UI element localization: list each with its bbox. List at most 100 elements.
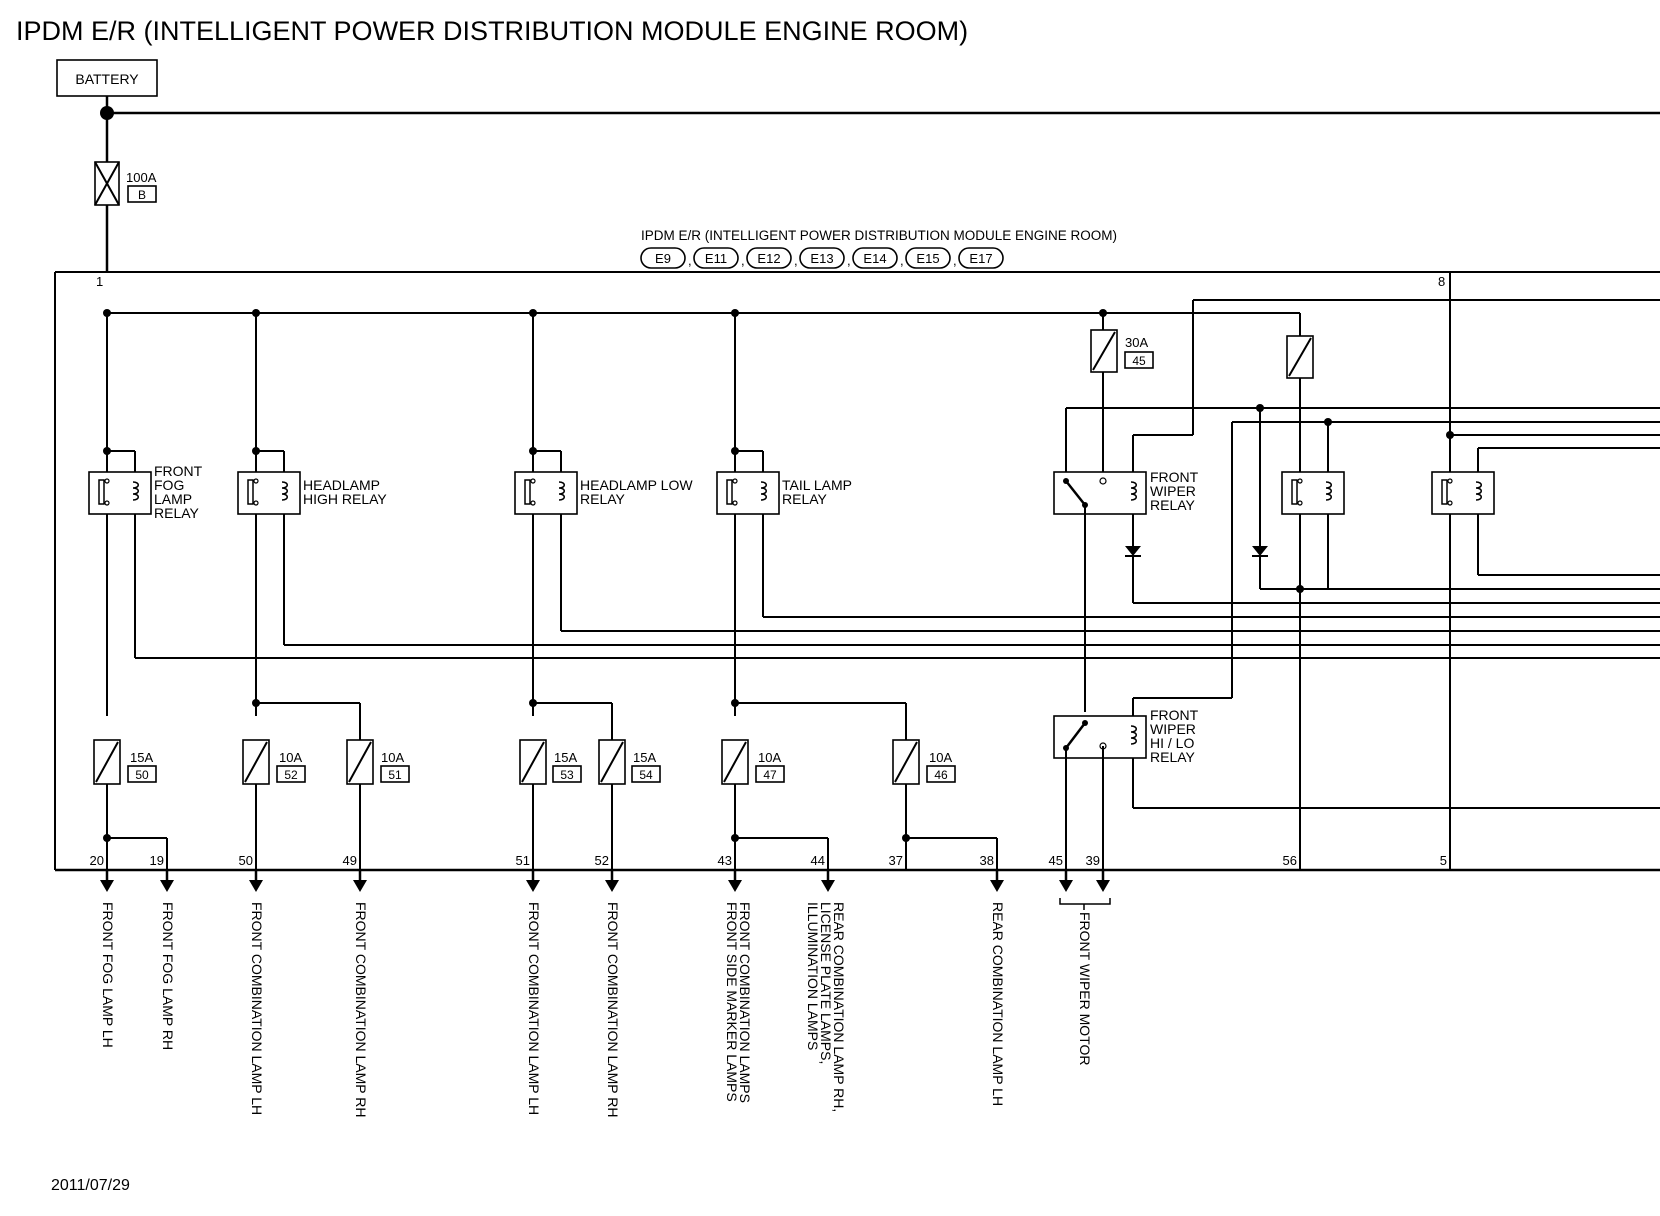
internal-supply-bus [103, 309, 1301, 336]
relay-label-hilo-3: HI / LO [1150, 735, 1194, 751]
svg-text:,: , [953, 253, 957, 268]
fuse-51: 10A 51 [346, 739, 410, 785]
connector-e15: E15 [916, 251, 939, 266]
fuse-53-id: 53 [560, 768, 574, 782]
connector-e9: E9 [655, 251, 671, 266]
output-rear-rh-2: LICENSE PLATE LAMPS, [818, 902, 834, 1064]
output-wiper-motor: FRONT WIPER MOTOR [1077, 912, 1093, 1065]
connector-list: E9 , E11 , E12 , E13 , E14 , E15 , E17 [640, 247, 1004, 269]
pin-49: 49 [343, 853, 357, 868]
fuse-outputs [103, 784, 998, 870]
output-labels: FRONT FOG LAMP LH FRONT FOG LAMP RH FRON… [100, 902, 1093, 1117]
headlamp-high-relay: HEADLAMP HIGH RELAY [237, 313, 1660, 716]
fuse-47-rating: 10A [758, 750, 781, 765]
output-comb-side-1: FRONT COMBINATION LAMPS [737, 902, 753, 1103]
fuse-47: 10A 47 [721, 739, 785, 785]
relay-label-hilo-2: WIPER [1150, 721, 1196, 737]
connector-e17: E17 [969, 251, 992, 266]
connector-e14: E14 [863, 251, 886, 266]
pin-44: 44 [811, 853, 825, 868]
relay-label-fog-2: FOG [154, 477, 184, 493]
relay-label-low-2: RELAY [580, 491, 626, 507]
fuse-54-rating: 15A [633, 750, 656, 765]
svg-text:,: , [900, 253, 904, 268]
fuse-45-id: 45 [1132, 354, 1146, 368]
pin-45: 45 [1049, 853, 1063, 868]
relay-label-high-2: HIGH RELAY [303, 491, 387, 507]
fuse-47-id: 47 [763, 768, 777, 782]
battery-bus [100, 96, 1660, 272]
relay-label-wiper-2: WIPER [1150, 483, 1196, 499]
output-fog-lh: FRONT FOG LAMP LH [100, 902, 116, 1048]
wiper-motor-bracket [1059, 898, 1111, 910]
pin-38: 38 [980, 853, 994, 868]
right-relay-1 [1231, 335, 1660, 870]
module-name: IPDM E/R (INTELLIGENT POWER DISTRIBUTION… [641, 228, 1117, 243]
fuse-52-rating: 10A [279, 750, 302, 765]
fuse-52: 10A 52 [242, 739, 306, 785]
output-comb-lh-1: FRONT COMBINATION LAMP LH [249, 902, 265, 1115]
fuse-45-rating: 30A [1125, 335, 1148, 350]
relay-label-hilo-4: RELAY [1150, 749, 1196, 765]
fuse-46: 10A 46 [892, 739, 956, 785]
front-wiper-relay: 30A 45 FRONT WIPER RELAY [1053, 299, 1660, 712]
footer-date: 2011/07/29 [51, 1177, 130, 1194]
fuse-53: 15A 53 [519, 739, 582, 785]
relay-label-hilo-1: FRONT [1150, 707, 1199, 723]
fuse-50-rating: 15A [130, 750, 153, 765]
fuse-50-id: 50 [135, 768, 149, 782]
pin-56: 56 [1283, 853, 1297, 868]
module-outline [54, 271, 1660, 872]
main-fuse-rating: 100A [126, 170, 157, 185]
lower-branches [252, 699, 907, 740]
output-comb-side-2: FRONT SIDE MARKER LAMPS [724, 902, 740, 1102]
output-rear-rh-3: ILLUMINATION LAMPS [805, 902, 821, 1050]
fuse-51-rating: 10A [381, 750, 404, 765]
pin-51: 51 [516, 853, 530, 868]
output-rear-rh-1: REAR COMBINATION LAMP RH, [831, 902, 847, 1112]
battery: BATTERY [56, 59, 158, 97]
pin-20: 20 [90, 853, 104, 868]
tail-lamp-relay: TAIL LAMP RELAY [716, 313, 1660, 716]
pin-43: 43 [718, 853, 732, 868]
svg-text:,: , [688, 253, 692, 268]
pin-19: 19 [150, 853, 164, 868]
output-comb-rh-2: FRONT COMBINATION LAMP RH [605, 902, 621, 1117]
fuse-50: 15A 50 [93, 739, 157, 785]
front-fog-lamp-relay: FRONT FOG LAMP RELAY [88, 313, 1660, 716]
fuse-46-rating: 10A [929, 750, 952, 765]
supply-pin-1: 1 [96, 274, 103, 289]
relay-label-fog-3: LAMP [154, 491, 192, 507]
output-fog-rh: FRONT FOG LAMP RH [160, 902, 176, 1050]
relay-label-high-1: HEADLAMP [303, 477, 380, 493]
svg-text:,: , [741, 253, 745, 268]
relay-label-fog-4: RELAY [154, 505, 200, 521]
right-relay-2 [1431, 431, 1660, 576]
pin-50: 50 [239, 853, 253, 868]
headlamp-low-relay: HEADLAMP LOW RELAY [514, 313, 1660, 716]
output-rear-lh: REAR COMBINATION LAMP LH [990, 902, 1006, 1106]
pin-39: 39 [1086, 853, 1100, 868]
fuse-54: 15A 54 [598, 739, 661, 785]
pin-5: 5 [1440, 853, 1447, 868]
connector-e11: E11 [705, 251, 727, 266]
main-fuse-id: B [138, 188, 146, 202]
output-pin-numbers: 20 19 50 49 51 52 43 44 37 38 45 39 56 5 [90, 853, 1447, 868]
front-wiper-hilo-relay: FRONT WIPER HI / LO RELAY [1053, 697, 1660, 870]
fuse-53-rating: 15A [554, 750, 577, 765]
output-arrows [100, 870, 1110, 892]
output-comb-rh-1: FRONT COMBINATION LAMP RH [353, 902, 369, 1117]
battery-label: BATTERY [75, 71, 139, 87]
relay-label-low-1: HEADLAMP LOW [580, 477, 693, 493]
fuse-51-id: 51 [388, 768, 402, 782]
relay-label-tail-1: TAIL LAMP [782, 477, 852, 493]
svg-text:,: , [847, 253, 851, 268]
connector-e13: E13 [810, 251, 833, 266]
pin-37: 37 [889, 853, 903, 868]
relay-label-tail-2: RELAY [782, 491, 828, 507]
fuse-52-id: 52 [284, 768, 298, 782]
relay-label-wiper-3: RELAY [1150, 497, 1196, 513]
relay-label-fog-1: FRONT [154, 463, 203, 479]
fuse-46-id: 46 [934, 768, 948, 782]
